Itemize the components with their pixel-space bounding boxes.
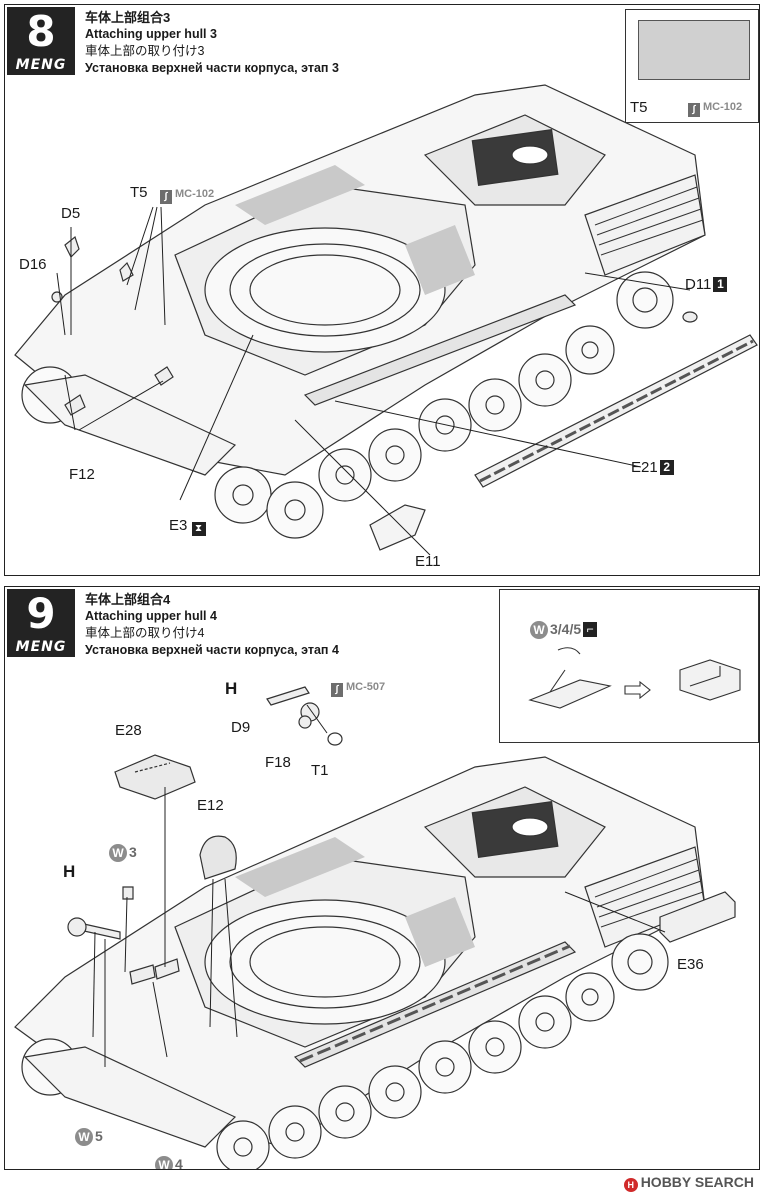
callout-e12: E12 — [197, 797, 224, 814]
step-number-badge: 9 MENG — [7, 589, 75, 657]
step-number: 9 — [26, 589, 56, 638]
inset-paint-ref: ∫MC-102 — [688, 100, 742, 117]
step-titles: 车体上部组合4 Attaching upper hull 4 車体上部の取り付け… — [85, 591, 339, 659]
callout-e36: E36 — [677, 956, 704, 973]
callout-d16: D16 — [19, 256, 47, 273]
callout-f18: F18 — [265, 754, 291, 771]
step-number-badge: 8 MENG — [7, 7, 75, 75]
callout-d9: D9 — [231, 719, 251, 736]
callout-d5: D5 — [61, 205, 81, 222]
callout-t1: T1 — [311, 762, 329, 779]
title-chinese: 车体上部组合3 — [85, 10, 171, 25]
brand-logo: MENG — [15, 57, 67, 73]
title-english: Attaching upper hull 4 — [85, 609, 217, 623]
title-japanese: 車体上部の取り付け3 — [85, 44, 205, 58]
w-icon: W — [75, 1128, 93, 1146]
tank-hull-illustration-9 — [14, 686, 736, 1169]
brush-icon: ∫ — [160, 190, 172, 204]
step-9-panel: 9 MENG 车体上部组合4 Attaching upper hull 4 車体… — [4, 586, 760, 1170]
watermark-text: HOBBY SEARCH — [640, 1174, 754, 1190]
hourglass-icon: ⧗ — [191, 522, 206, 536]
callout-mc507-paint: ∫MC-507 — [331, 680, 385, 697]
title-russian: Установка верхней части корпуса, этап 3 — [85, 61, 339, 75]
callout-e3: E3 ⧗ — [169, 518, 206, 536]
tank-hull-illustration-8 — [14, 84, 758, 556]
bend-diagram — [528, 647, 741, 709]
w-icon: W — [530, 621, 548, 639]
step-8-panel: 8 MENG 车体上部组合3 Attaching upper hull 3 車体… — [4, 4, 760, 576]
callout-e11: E11 — [415, 553, 441, 570]
paint-inset: T5 ∫MC-102 — [625, 9, 759, 123]
paint-swatch — [638, 20, 750, 80]
inset-part-label: T5 — [630, 99, 648, 116]
hobby-search-logo-icon: H — [623, 1178, 638, 1192]
callout-t5-paint: ∫MC-102 — [160, 187, 214, 204]
brand-logo: MENG — [15, 639, 67, 655]
step-number: 8 — [26, 7, 56, 56]
title-russian: Установка верхней части корпуса, этап 4 — [85, 643, 339, 657]
title-japanese: 車体上部の取り付け4 — [85, 626, 205, 640]
title-english: Attaching upper hull 3 — [85, 27, 217, 41]
title-chinese: 车体上部组合4 — [85, 592, 171, 607]
step-titles: 车体上部组合3 Attaching upper hull 3 車体上部の取り付け… — [85, 9, 339, 77]
callout-e28: E28 — [115, 722, 142, 739]
callout-t5: T5 — [130, 184, 148, 201]
brush-icon: ∫ — [688, 103, 700, 117]
callout-f12: F12 — [69, 466, 95, 483]
callout-h-left: H — [63, 862, 76, 881]
brush-icon: ∫ — [331, 683, 343, 697]
callout-h-top: H — [225, 679, 238, 698]
foot-icon: ⌐ — [583, 622, 598, 637]
w-icon: W — [109, 844, 127, 862]
w-icon: W — [155, 1156, 173, 1169]
